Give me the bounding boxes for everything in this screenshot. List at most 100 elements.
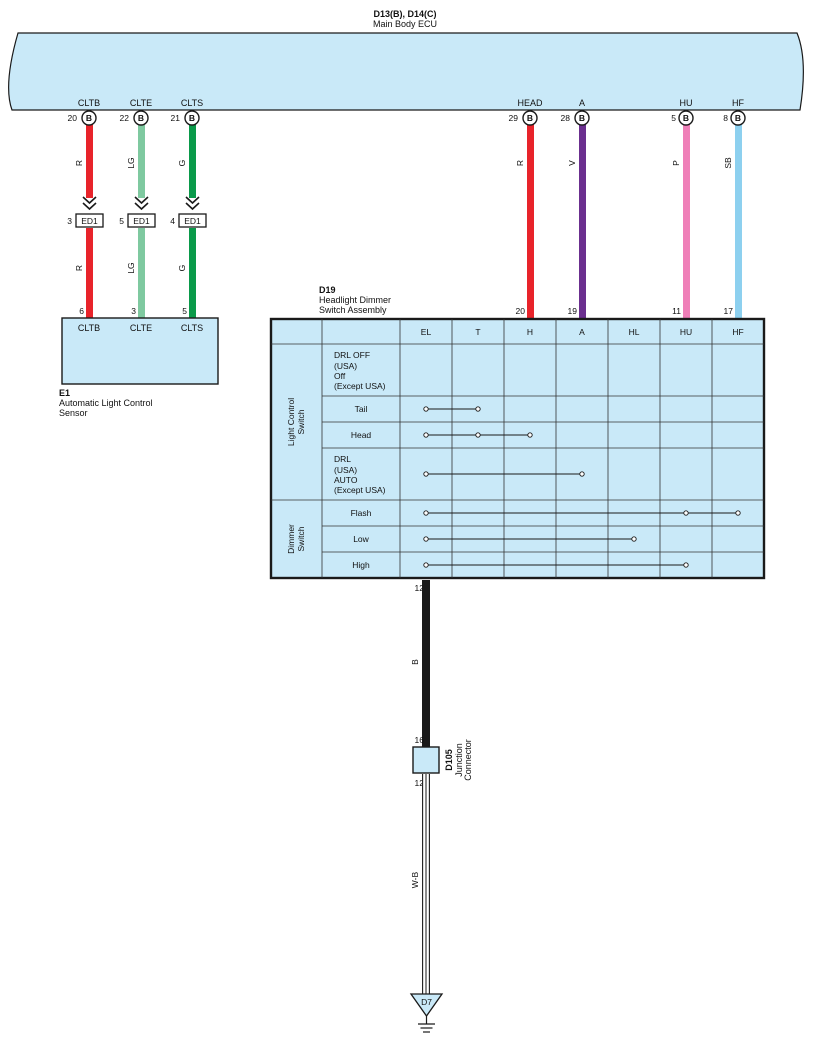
- ecu-terminal-name: HU: [680, 98, 693, 108]
- connector-id: ED1: [133, 216, 150, 226]
- pin-number: 28: [561, 113, 571, 123]
- ecu-body: [8, 32, 804, 111]
- connector-letter: B: [579, 113, 585, 123]
- junction-connector-body: [412, 746, 440, 774]
- pin-number: 5: [671, 113, 676, 123]
- group-label-light-control: Light Control: [286, 398, 296, 446]
- sensor-name-line2: Sensor: [59, 408, 88, 418]
- wire-cltb-upper: [86, 124, 93, 198]
- continuity-low: [423, 536, 637, 542]
- connector-letter: B: [86, 113, 92, 123]
- ecu-terminal-name: CLTB: [78, 98, 100, 108]
- sensor-id: E1: [59, 388, 70, 398]
- pin-number: 6: [79, 306, 84, 316]
- column-header: HU: [680, 327, 692, 337]
- continuity-tail: [423, 406, 481, 412]
- ecu-name: Main Body ECU: [373, 19, 437, 29]
- ecu-pin-hf: 8 B: [723, 110, 746, 126]
- ecu-terminal-name: HF: [732, 98, 744, 108]
- connector-letter: B: [527, 113, 533, 123]
- ecu-pin-a: 28 B: [561, 110, 590, 126]
- row-label-head: Head: [351, 430, 372, 440]
- wire-color-label: LG: [126, 157, 136, 168]
- connector-id: ED1: [81, 216, 98, 226]
- connector-letter: B: [735, 113, 741, 123]
- wire-clte-upper: [138, 124, 145, 198]
- wire-cltb-lower: [86, 228, 93, 318]
- pin-number: 5: [119, 216, 124, 226]
- pin-number: 3: [131, 306, 136, 316]
- pin-number: 3: [67, 216, 72, 226]
- pin-number: 16: [415, 735, 425, 745]
- wire-clte-lower: [138, 228, 145, 318]
- connector-id: ED1: [184, 216, 201, 226]
- ecu-pin-clts: 21 B: [171, 110, 200, 126]
- row-label-off: DRL OFF: [334, 350, 370, 360]
- group-label-dimmer: Switch: [296, 526, 306, 551]
- ground-id: D7: [421, 997, 432, 1007]
- sensor-body: [61, 317, 219, 385]
- wire-color-label: G: [177, 160, 187, 167]
- pin-number: 29: [509, 113, 519, 123]
- continuity-flash: [423, 510, 741, 516]
- pin-number: 11: [672, 306, 681, 316]
- ecu-terminal-name: CLTS: [181, 98, 203, 108]
- row-label-drl: (USA): [334, 465, 357, 475]
- wire-color-label: G: [177, 265, 187, 272]
- column-header: HF: [732, 327, 743, 337]
- pin-number: 4: [170, 216, 175, 226]
- wire-ground-white-black: [422, 774, 430, 994]
- column-header: A: [579, 327, 585, 337]
- column-header: T: [475, 327, 480, 337]
- row-label-drl: DRL: [334, 454, 351, 464]
- ecu-pin-clte: 22 B: [120, 110, 149, 126]
- switch-id: D19: [319, 285, 336, 295]
- row-label-high: High: [352, 560, 370, 570]
- wire-a: [579, 124, 586, 318]
- junction-name-line2: Connector: [463, 739, 473, 781]
- wire-ground-black: [422, 580, 430, 748]
- wire-color-label: P: [671, 160, 681, 166]
- pin-number: 5: [182, 306, 187, 316]
- wire-color-label: R: [74, 160, 84, 166]
- wire-color-label: LG: [126, 262, 136, 273]
- wire-hu: [683, 124, 690, 318]
- wire-color-label: V: [567, 160, 577, 166]
- pin-number: 12: [415, 778, 425, 788]
- inline-connector-ed1-clts: ED1 4: [170, 196, 207, 228]
- row-label-drl: (Except USA): [334, 485, 386, 495]
- wire-color-label: R: [74, 265, 84, 271]
- wire-color-label: W-B: [410, 871, 420, 888]
- sensor-terminal-name: CLTE: [130, 323, 152, 333]
- ecu-terminal-name: CLTE: [130, 98, 152, 108]
- switch-table: [269, 317, 766, 580]
- ground-icon: [418, 1016, 435, 1033]
- group-label-dimmer: Dimmer: [286, 524, 296, 554]
- ecu-terminal-name: HEAD: [517, 98, 543, 108]
- pin-number: 21: [171, 113, 181, 123]
- row-label-tail: Tail: [355, 404, 368, 414]
- row-label-flash: Flash: [351, 508, 372, 518]
- sensor-terminal-name: CLTB: [78, 323, 100, 333]
- pin-number: 22: [120, 113, 130, 123]
- column-header: HL: [629, 327, 640, 337]
- row-label-low: Low: [353, 534, 369, 544]
- row-label-off: Off: [334, 371, 346, 381]
- ecu-pin-hu: 5 B: [671, 110, 694, 126]
- pin-number: 20: [516, 306, 526, 316]
- row-label-drl: AUTO: [334, 475, 358, 485]
- switch-name-line1: Headlight Dimmer: [319, 295, 391, 305]
- switch-name-line2: Switch Assembly: [319, 305, 387, 315]
- wire-head: [527, 124, 534, 318]
- column-header: EL: [421, 327, 432, 337]
- continuity-head: [423, 432, 533, 438]
- wire-color-label: B: [410, 659, 420, 665]
- inline-connector-ed1-clte: ED1 5: [119, 196, 156, 228]
- ecu-pin-cltb: 20 B: [68, 110, 97, 126]
- pin-number: 8: [723, 113, 728, 123]
- ecu-terminal-name: A: [579, 98, 585, 108]
- ground-triangle: [409, 993, 444, 1018]
- ecu-id: D13(B), D14(C): [373, 9, 436, 19]
- pin-number: 12: [415, 583, 425, 593]
